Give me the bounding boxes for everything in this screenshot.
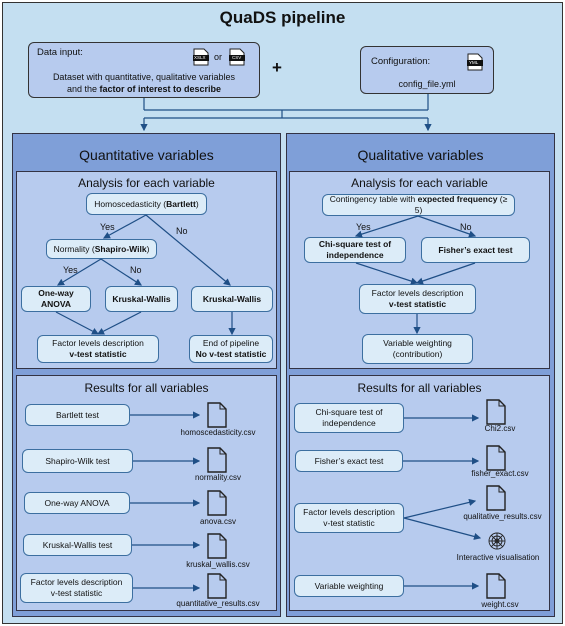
xlsx-file-icon: XSLX [193, 48, 209, 69]
qual-results-doc-icon [486, 485, 506, 511]
chi2-csv: Chi2.csv [484, 424, 516, 433]
chi-square-result-box: Chi-square test of independence [294, 403, 404, 433]
variable-weighting-box: Variable weighting(contribution) [362, 334, 473, 364]
qual-vtest-bold: v-test statistic [388, 299, 447, 309]
quantitative-results-csv: quantitative_results.csv [176, 599, 260, 608]
kruskal-wallis-test-box: Kruskal-Wallis test [23, 534, 132, 556]
homoscedasticity-csv: homoscedasticity.csv [180, 428, 256, 437]
xlsx-label: XSLX [194, 55, 206, 60]
normality-end: ) [146, 243, 150, 254]
qual-no: No [460, 222, 472, 232]
weight-doc-icon [486, 573, 506, 599]
contingency-text: Contingency table with [329, 194, 418, 205]
quant-vtest-bold: v-test statistic [69, 349, 127, 359]
quant-factor-levels-result-box: Factor levels description v-test statist… [20, 573, 133, 603]
factor-of-interest: factor of interest to describe [99, 83, 222, 94]
homosced-end: ) [195, 198, 199, 209]
bartlett-test-box: Bartlett test [25, 404, 130, 426]
homosced-text: Homoscedasticity ( [94, 198, 167, 209]
shapiro-wilk-test-box: Shapiro-Wilk test [22, 449, 133, 473]
fisher-doc-icon [486, 445, 506, 471]
csv-label: CSV [232, 55, 242, 60]
qual-analysis-title: Analysis for each variable [351, 176, 488, 190]
page-title: QuaDS pipeline [219, 8, 346, 27]
kruskal-wallis-box-2: Kruskal-Wallis [191, 286, 273, 312]
weight-csv: weight.csv [481, 600, 519, 609]
contribution-text: (contribution) [392, 349, 443, 359]
csv-file-icon: CSV [229, 48, 245, 69]
bartlett-bold: Bartlett [166, 198, 196, 209]
normality-box: Normality (Shapiro-Wilk) [46, 239, 157, 259]
contingency-end: (≥ 5) [414, 194, 508, 215]
quant-yes-1: Yes [100, 222, 115, 232]
fishers-exact-box: Fisher’s exact test [421, 237, 530, 263]
kruskal-wallis-box-1: Kruskal-Wallis [105, 286, 178, 312]
spiderweb-visualisation-icon [488, 532, 506, 550]
data-input-box: Data input: XSLX or CSV Dataset with qua… [28, 42, 260, 98]
config-heading: Configuration: [371, 56, 431, 67]
quant-no-2: No [130, 265, 142, 275]
interactive-visualisation-label: Interactive visualisation [456, 553, 540, 562]
expected-frequency-bold: expected frequency [417, 194, 498, 205]
fisher-exact-csv: fisher_exact.csv [471, 469, 529, 478]
one-way-anova-result-box: One-way ANOVA [24, 492, 130, 514]
weighting-text: Variable weighting [383, 338, 452, 349]
fishers-exact-result-box: Fisher’s exact test [295, 450, 403, 472]
no-vtest-bold: No v-test statistic [195, 349, 267, 359]
kruskal-wallis-csv: kruskal_wallis.csv [186, 560, 250, 569]
quant-analysis-title: Analysis for each variable [78, 176, 215, 190]
configuration-box: Configuration: YML config_file.yml [360, 46, 494, 94]
quant-yes-2: Yes [63, 265, 78, 275]
qual-yes: Yes [356, 222, 371, 232]
normality-csv: normality.csv [194, 473, 242, 482]
quant-no-1: No [176, 226, 188, 236]
shapiro-bold: Shapiro-Wilk [94, 243, 147, 254]
qualitative-title: Qualitative variables [357, 147, 484, 163]
end-pipeline-text: End of pipeline [202, 338, 260, 349]
data-input-line1: Dataset with quantitative, qualitative v… [52, 72, 236, 82]
data-input-line2a: and the [66, 83, 100, 94]
quantitative-title: Quantitative variables [79, 147, 214, 163]
or-label: or [214, 52, 223, 62]
chi2-doc-icon [486, 399, 506, 425]
data-input-heading: Data input: [37, 47, 83, 58]
qual-factor-levels-result-box: Factor levels description v-test statist… [294, 503, 404, 533]
data-input-desc: Dataset with quantitative, qualitative v… [29, 72, 259, 95]
contingency-table-box: Contingency table with expected frequenc… [322, 194, 515, 216]
yml-file-icon: YML [467, 53, 483, 74]
qualitative-results-csv: qualitative_results.csv [463, 512, 542, 521]
qual-factor-text: Factor levels description [371, 288, 464, 299]
plus-sign: + [272, 58, 282, 77]
normality-text: Normality ( [53, 243, 95, 254]
quant-results-title: Results for all variables [84, 381, 209, 395]
variable-weighting-result-box: Variable weighting [294, 575, 404, 597]
quant-factor-text: Factor levels description [52, 338, 144, 349]
yml-label: YML [469, 60, 479, 65]
qual-results-title: Results for all variables [357, 381, 482, 395]
config-file-name: config_file.yml [398, 79, 456, 89]
anova-csv: anova.csv [199, 517, 237, 526]
homoscedasticity-box: Homoscedasticity (Bartlett) [86, 193, 207, 215]
one-way-anova-box: One-way ANOVA [21, 286, 91, 312]
